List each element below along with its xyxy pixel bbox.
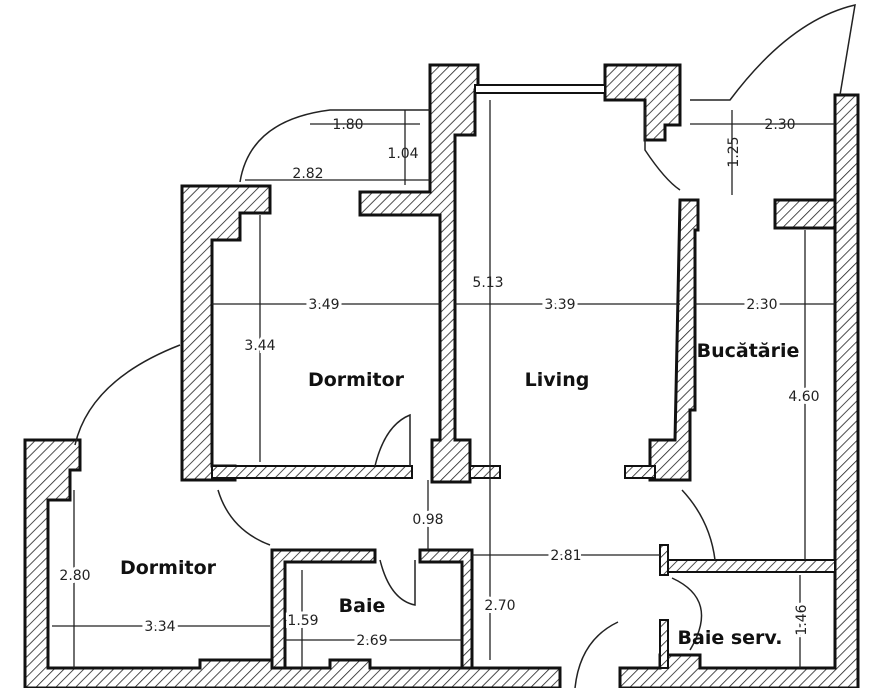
- room-label-bucatarie: Bucătărie: [697, 340, 800, 362]
- dim-label: 3.49: [308, 297, 339, 313]
- dim-label: 2.80: [59, 568, 90, 584]
- dim-label: 4.60: [788, 389, 819, 405]
- room-label-baie: Baie: [339, 595, 386, 617]
- room-label-dormitor-1: Dormitor: [308, 369, 405, 391]
- dim-label: 3.34: [144, 619, 175, 635]
- room-label-baie-serv: Baie serv.: [678, 627, 783, 649]
- dim-label: 5.13: [472, 275, 503, 291]
- room-label-dormitor-2: Dormitor: [120, 557, 217, 579]
- dim-label: 1.80: [332, 117, 363, 133]
- dim-label: 1.59: [287, 613, 318, 629]
- dim-label: 1.04: [387, 146, 418, 162]
- dim-label: 2.81: [550, 548, 581, 564]
- dim-label: 1.46: [794, 604, 810, 635]
- dim-label: 3.39: [544, 297, 575, 313]
- room-label-living: Living: [525, 369, 590, 391]
- walls: [23, 63, 860, 688]
- dimension-lines: [52, 100, 835, 668]
- dim-label: 0.98: [412, 512, 443, 528]
- dimension-labels: 1.80 1.04 2.82 2.30 1.25 5.13 3.49 3.39 …: [56, 117, 822, 652]
- dim-label: 3.44: [244, 338, 275, 354]
- dim-label: 2.82: [292, 166, 323, 182]
- dim-label: 2.70: [484, 598, 515, 614]
- dim-label: 2.30: [764, 117, 795, 133]
- room-labels: Dormitor Living Bucătărie Dormitor Baie …: [120, 340, 799, 649]
- dim-label: 2.69: [356, 633, 387, 649]
- dim-label: 1.25: [726, 136, 742, 167]
- dim-label: 2.30: [746, 297, 777, 313]
- door-swings: [74, 4, 856, 688]
